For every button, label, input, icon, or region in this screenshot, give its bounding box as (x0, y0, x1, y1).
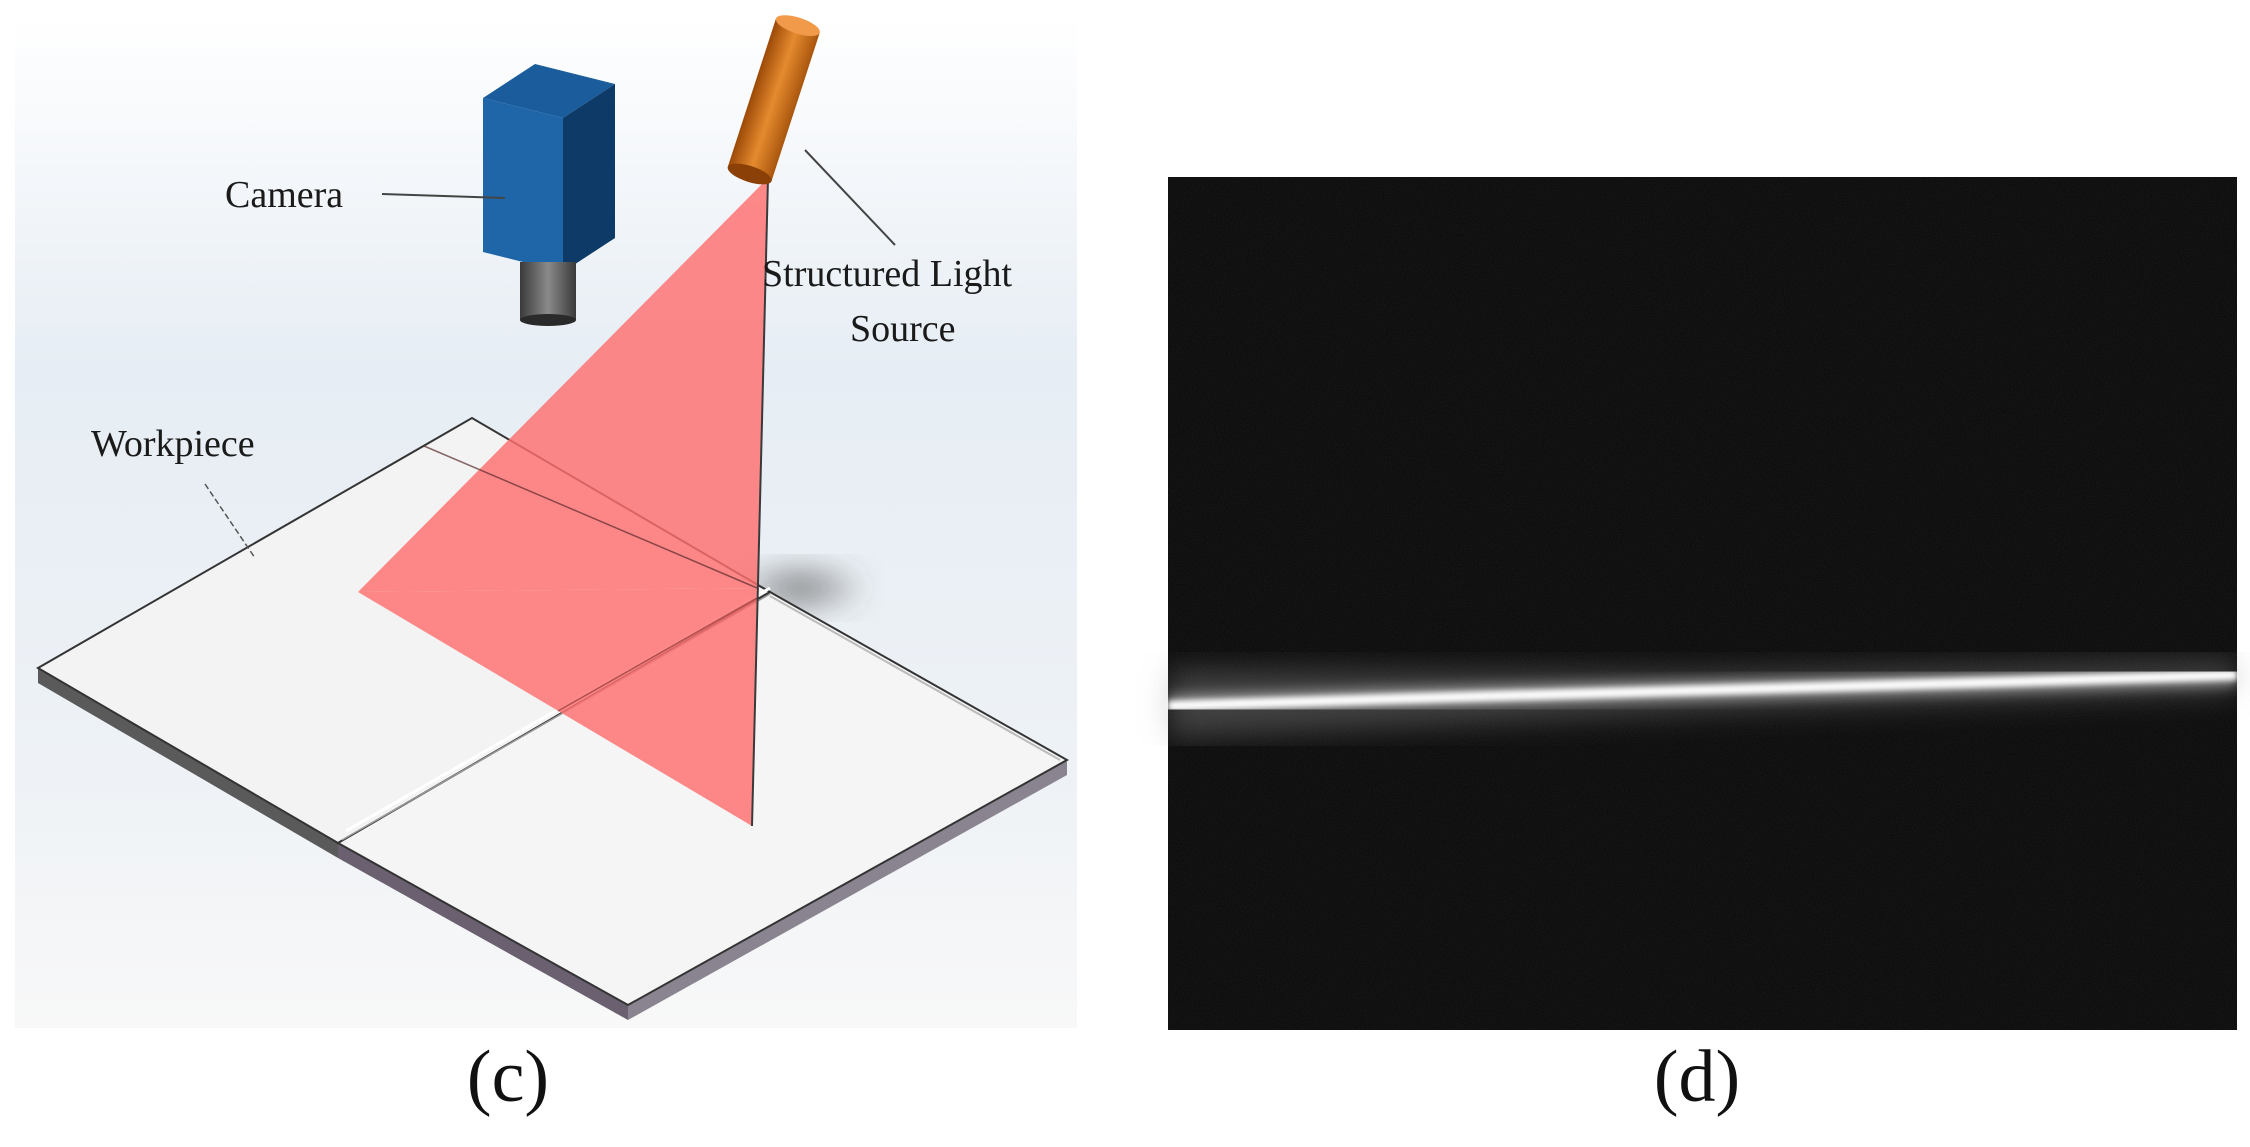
workpiece-label: Workpiece (91, 423, 255, 465)
camera-label: Camera (225, 174, 343, 216)
panel-d-noise (1168, 177, 2237, 1030)
caption-d: (d) (1547, 1035, 1847, 1120)
structured-light-label-line2: Source (850, 308, 956, 350)
caption-c: (c) (358, 1035, 658, 1120)
panel-d-laser-image (1168, 177, 2237, 1030)
panel-c-illustration: Camera Structured Light Source Workpiece (15, 11, 1077, 1028)
structured-light-label-line1: Structured Light (762, 253, 1013, 295)
camera-lens-bottom (520, 314, 576, 326)
camera-body-front (483, 98, 563, 272)
camera-lens (520, 262, 576, 320)
